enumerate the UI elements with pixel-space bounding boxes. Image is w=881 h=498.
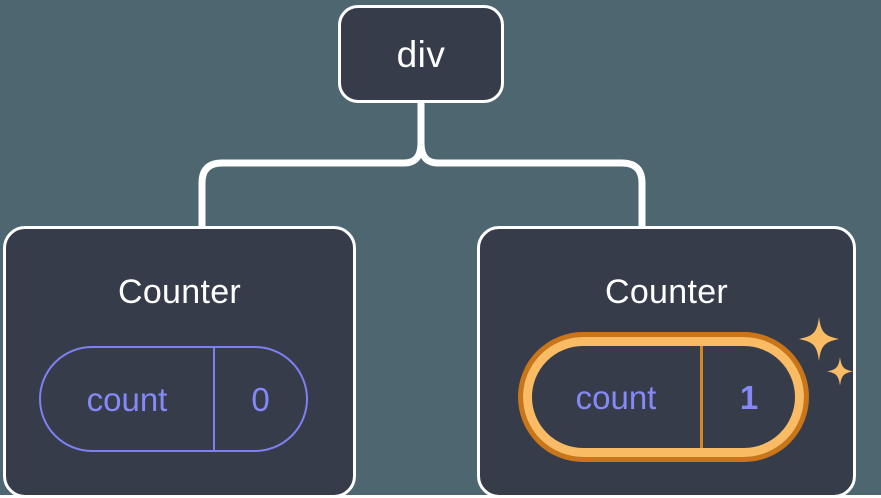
state-pill-right-outer-ring: count 1 xyxy=(518,332,809,462)
state-pill-left[interactable]: count 0 xyxy=(39,346,308,452)
state-pill-left-body: count 0 xyxy=(39,346,308,452)
sparkle-large-icon xyxy=(799,317,839,361)
state-pill-left-key: count xyxy=(41,348,215,450)
state-pill-right-key: count xyxy=(532,346,703,448)
state-pill-right-value: 1 xyxy=(739,378,759,416)
sparkle-small-icon xyxy=(827,357,853,386)
node-counter-right-title: Counter xyxy=(604,273,729,311)
node-div-label: div xyxy=(396,33,446,75)
connector-to-left-child xyxy=(198,139,425,234)
node-div[interactable]: div xyxy=(338,5,504,103)
state-pill-left-value: 0 xyxy=(251,380,270,418)
connector-to-right-child xyxy=(417,139,646,234)
state-pill-right[interactable]: count 1 xyxy=(518,332,809,462)
node-counter-left-title: Counter xyxy=(117,273,242,311)
state-pill-right-inner-ring: count 1 xyxy=(523,337,804,457)
sparkle-group xyxy=(799,317,853,386)
